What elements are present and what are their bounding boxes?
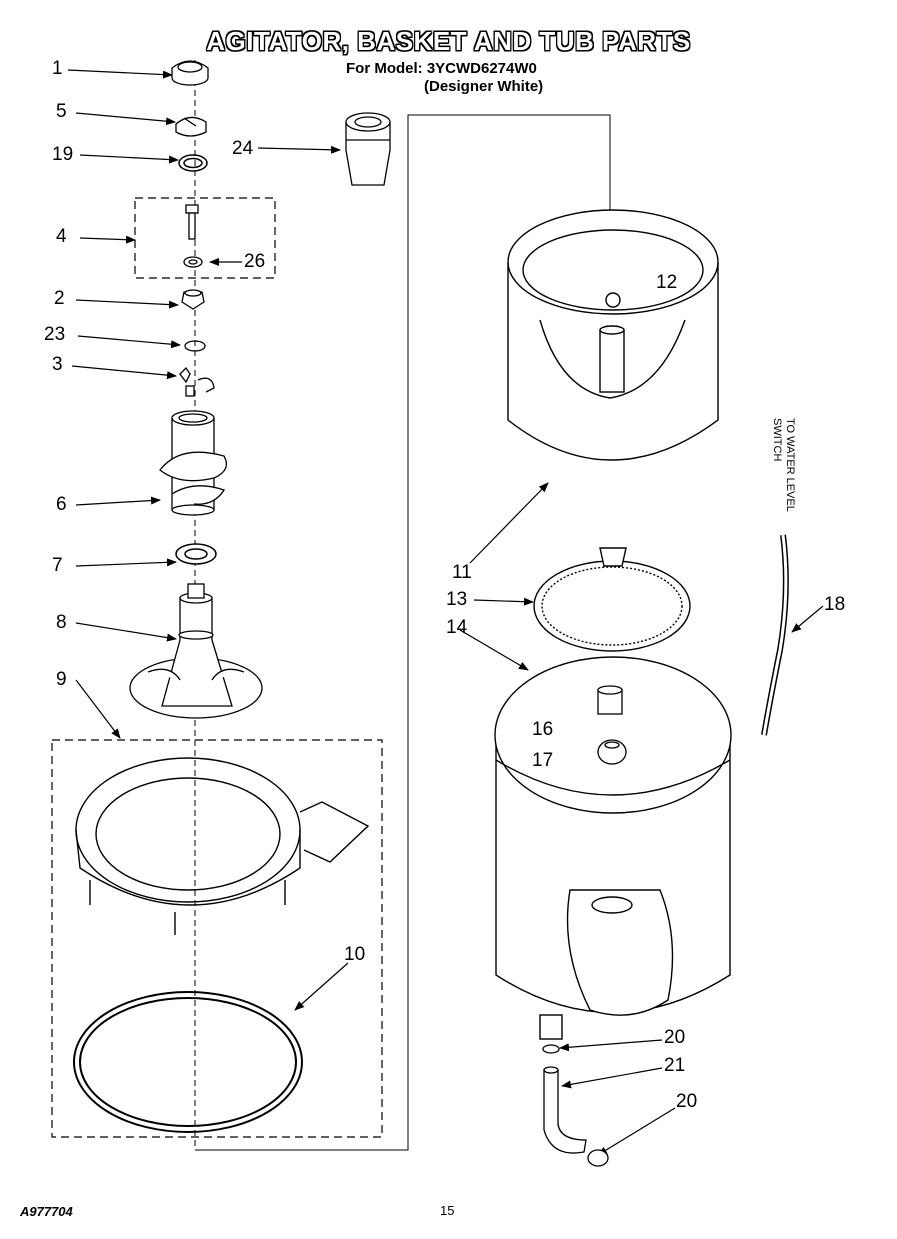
callout-12: 12 [656,272,678,293]
callout-23: 23 [44,324,66,345]
callout-4: 4 [56,226,67,247]
agitator-cap [171,60,209,86]
dashed-group-boxes [51,197,383,1138]
drive-bell [345,112,391,186]
water-level-switch-label: TO WATER LEVEL SWITCH [771,418,796,512]
drain-hose-and-clamps [542,1044,609,1167]
callout-16: 16 [532,719,554,740]
callout-20-lower: 20 [676,1091,698,1112]
outer-tub [494,656,732,1040]
diagram-title: AGITATOR, BASKET AND TUB PARTS [206,26,691,56]
callout-10: 10 [344,944,366,965]
seal-ring [178,154,208,172]
bearing [175,543,217,565]
callout-18: 18 [824,594,846,615]
tub-seal-ring [73,991,303,1133]
callout-19: 19 [52,144,74,165]
basket-drive-hub [533,547,691,652]
callout-11: 11 [452,562,472,583]
callout-2: 2 [54,288,65,309]
callout-7: 7 [52,555,63,576]
callout-13: 13 [446,589,468,610]
o-ring [184,340,206,352]
model-line: For Model: 3YCWD6274W0 [346,60,537,77]
agitator-auger [159,410,228,516]
page-number: 15 [440,1203,455,1218]
tub-ring [75,757,370,935]
callout-14: 14 [446,617,468,638]
callout-5: 5 [56,101,67,122]
nut-part [181,289,205,310]
callout-1: 1 [52,58,63,79]
clips [179,366,215,397]
callout-3: 3 [52,354,63,375]
designer-line: (Designer White) [424,78,544,95]
callout-8: 8 [56,612,67,633]
callout-20-upper: 20 [664,1027,686,1048]
callout-17: 17 [532,750,554,771]
callout-26: 26 [244,251,266,272]
document-number: A977704 [20,1204,73,1219]
bolt-and-washer [183,204,203,268]
leader-arrows [67,69,824,1156]
cam-part [175,116,207,137]
callout-6: 6 [56,494,67,515]
agitator-base [129,583,263,719]
tub-fittings [597,685,627,765]
callout-24: 24 [232,138,254,159]
callout-21: 21 [664,1055,686,1076]
spin-basket [507,209,719,461]
callout-9: 9 [56,669,67,690]
